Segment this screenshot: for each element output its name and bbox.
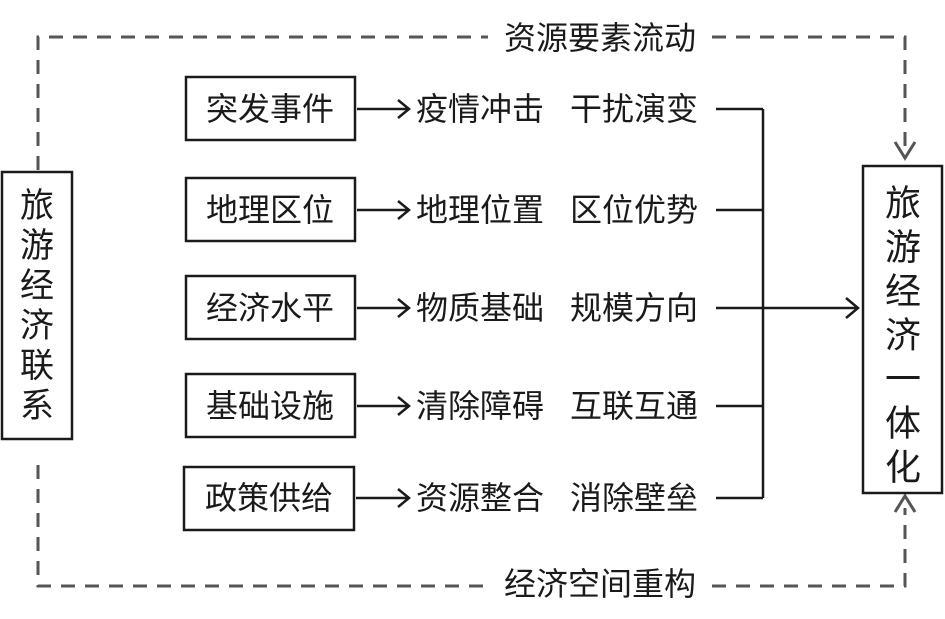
left-char: 系: [20, 386, 54, 426]
right-char: 旅: [885, 184, 921, 225]
effect-1a: 疫情冲击: [416, 90, 544, 128]
effect-4b: 互联互通: [570, 387, 698, 425]
factor-label-4: 基础设施: [206, 387, 334, 425]
right-char: 一: [885, 360, 921, 401]
bottom-flow-path: [36, 465, 907, 588]
effect-4a: 清除障碍: [416, 387, 544, 425]
factor-box-3: [184, 274, 357, 341]
factor-arrow-3: [357, 298, 411, 318]
factor-arrow-1: [357, 99, 411, 119]
left-char: 经: [20, 266, 54, 306]
effect-3a: 物质基础: [416, 289, 544, 327]
bottom-flow-label: 经济空间重构: [504, 565, 696, 603]
factor-label-1: 突发事件: [206, 90, 334, 128]
factor-label-5: 政策供给: [205, 479, 333, 517]
effect-5b: 消除壁垒: [570, 479, 698, 517]
effect-5a: 资源整合: [416, 479, 544, 517]
effect-2b: 区位优势: [570, 191, 698, 229]
convergence-bracket: [716, 107, 860, 500]
effect-3b: 规模方向: [570, 289, 698, 327]
bottom-flow-arrowhead: [893, 493, 917, 513]
right-node-box: [861, 164, 944, 495]
factor-arrow-5: [356, 488, 411, 508]
left-char: 济: [20, 306, 54, 346]
factor-arrow-4: [357, 396, 411, 416]
factor-box-2: [184, 176, 357, 243]
top-flow-arrowhead: [893, 141, 917, 161]
top-flow-label: 资源要素流动: [504, 19, 696, 57]
left-char: 游: [20, 226, 54, 266]
factor-arrow-2: [357, 200, 411, 220]
right-char: 济: [885, 316, 921, 357]
factor-arrows: [356, 99, 411, 508]
factor-box-1: [184, 75, 357, 142]
left-node-box: [0, 170, 74, 441]
factor-label-2: 地理区位: [206, 191, 334, 229]
right-char: 体: [885, 404, 921, 445]
factor-box-4: [184, 372, 357, 439]
left-char: 联: [20, 346, 54, 386]
right-char: 经: [885, 272, 921, 313]
left-char: 旅: [20, 186, 54, 226]
factor-box-5: [182, 465, 356, 532]
right-char: 化: [885, 448, 921, 489]
effect-1b: 干扰演变: [570, 90, 698, 128]
factor-label-3: 经济水平: [206, 289, 334, 327]
effect-2a: 地理位置: [416, 191, 544, 229]
right-char: 游: [885, 228, 921, 269]
top-flow-path: [36, 35, 907, 170]
